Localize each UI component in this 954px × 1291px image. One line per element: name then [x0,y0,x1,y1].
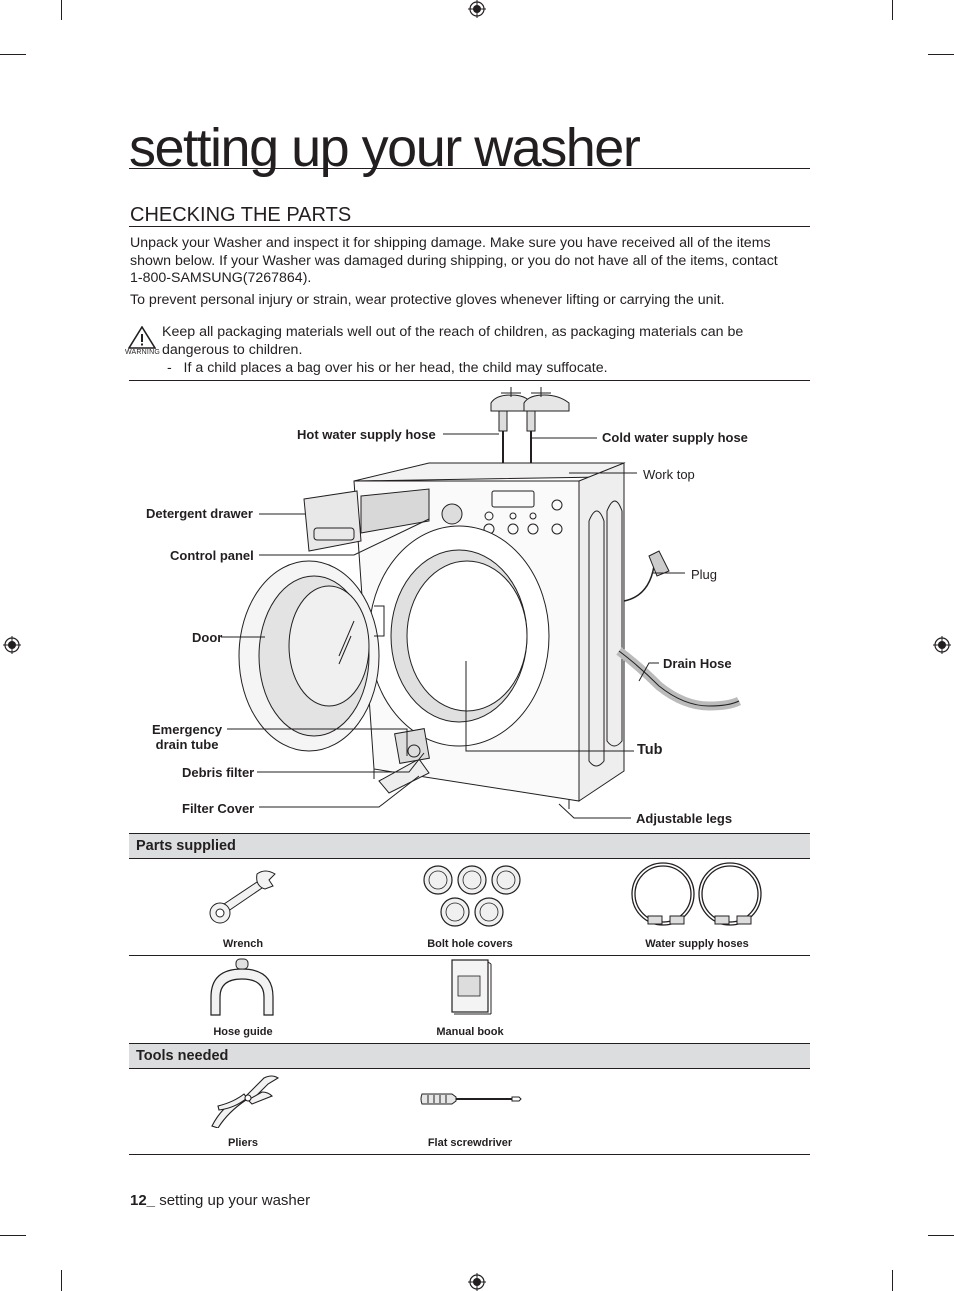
crop-mark [61,1270,62,1291]
parts-supplied-heading: Parts supplied [129,833,810,859]
intro-paragraph: Unpack your Washer and inspect it for sh… [130,235,805,288]
page-number: 12_ [130,1192,156,1209]
label-line: Emergency [152,722,223,737]
label-detergent-drawer: Detergent drawer [146,506,253,521]
title-rule [129,168,810,169]
intro-line: Unpack your Washer and inspect it for sh… [130,235,771,251]
heading-text: Parts supplied [136,838,236,854]
crop-mark [0,1235,26,1236]
flat-screwdriver-icon [420,1093,522,1105]
label-hot-water-supply-hose: Hot water supply hose [297,427,436,442]
warning-bullet: - If a child places a bag over his or he… [167,360,608,376]
warning-rule [129,380,810,381]
label-plug: Plug [691,567,718,582]
registration-mark-icon [468,0,486,18]
section-heading: CHECKING THE PARTS [130,204,352,226]
label-debris-filter: Debris filter [182,765,255,780]
part-caption-manual-book: Manual book [436,1026,504,1038]
manual-book-icon [451,959,492,1015]
label-adjustable-legs: Adjustable legs [636,811,733,826]
pliers-icon [211,1075,280,1128]
section-rule [129,226,810,227]
warning-line: dangerous to children. [162,342,303,358]
water-supply-hoses-icon [631,862,762,926]
washer-diagram [221,387,742,819]
label-work-top: Work top [643,467,695,482]
registration-mark-icon [933,636,951,654]
crop-mark [892,1270,893,1291]
part-caption-hose-guide: Hose guide [213,1026,273,1038]
part-caption-wrench: Wrench [222,938,264,950]
row-rule [129,955,810,956]
warning-triangle-icon [128,326,156,349]
hose-guide-icon [210,958,274,1016]
registration-mark-icon [3,636,21,654]
table-bottom-rule [129,1154,810,1155]
intro-line: shown below. If your Washer was damaged … [130,252,778,269]
label-line: drain tube [155,737,219,752]
crop-mark [0,54,26,55]
warning-line: Keep all packaging materials well out of… [162,324,744,340]
crop-mark [61,0,62,20]
intro-line: 1-800-SAMSUNG(7267864). [130,270,312,286]
label-door: Door [192,630,223,645]
tool-caption-flat-screwdriver: Flat screwdriver [427,1137,513,1149]
warning-icon-label: WARNING [125,349,160,356]
label-cold-water-supply-hose: Cold water supply hose [602,430,748,445]
bolt-hole-covers-icon [423,865,521,927]
label-emergency-drain-tube: Emergency drain tube [152,722,222,752]
part-caption-water-supply-hoses: Water supply hoses [645,938,749,950]
page-title: setting up your washer [129,118,641,178]
crop-mark [892,0,893,20]
wrench-icon [209,870,276,924]
registration-mark-icon [468,1273,486,1291]
part-caption-bolt-hole-covers: Bolt hole covers [427,938,513,950]
tool-caption-pliers: Pliers [228,1137,258,1149]
label-tub: Tub [637,742,663,758]
heading-text: Tools needed [136,1048,229,1064]
safety-paragraph: To prevent personal injury or strain, we… [130,292,725,308]
tools-needed-heading: Tools needed [129,1043,810,1069]
label-drain-hose: Drain Hose [663,656,732,671]
page-footer: 12_ setting up your washer [130,1192,310,1210]
crop-mark [928,1235,954,1236]
warning-text: Keep all packaging materials well out of… [162,323,802,377]
crop-mark [928,54,954,55]
label-filter-cover: Filter Cover [182,801,255,816]
footer-text: setting up your washer [155,1192,311,1209]
label-control-panel: Control panel [170,548,254,563]
